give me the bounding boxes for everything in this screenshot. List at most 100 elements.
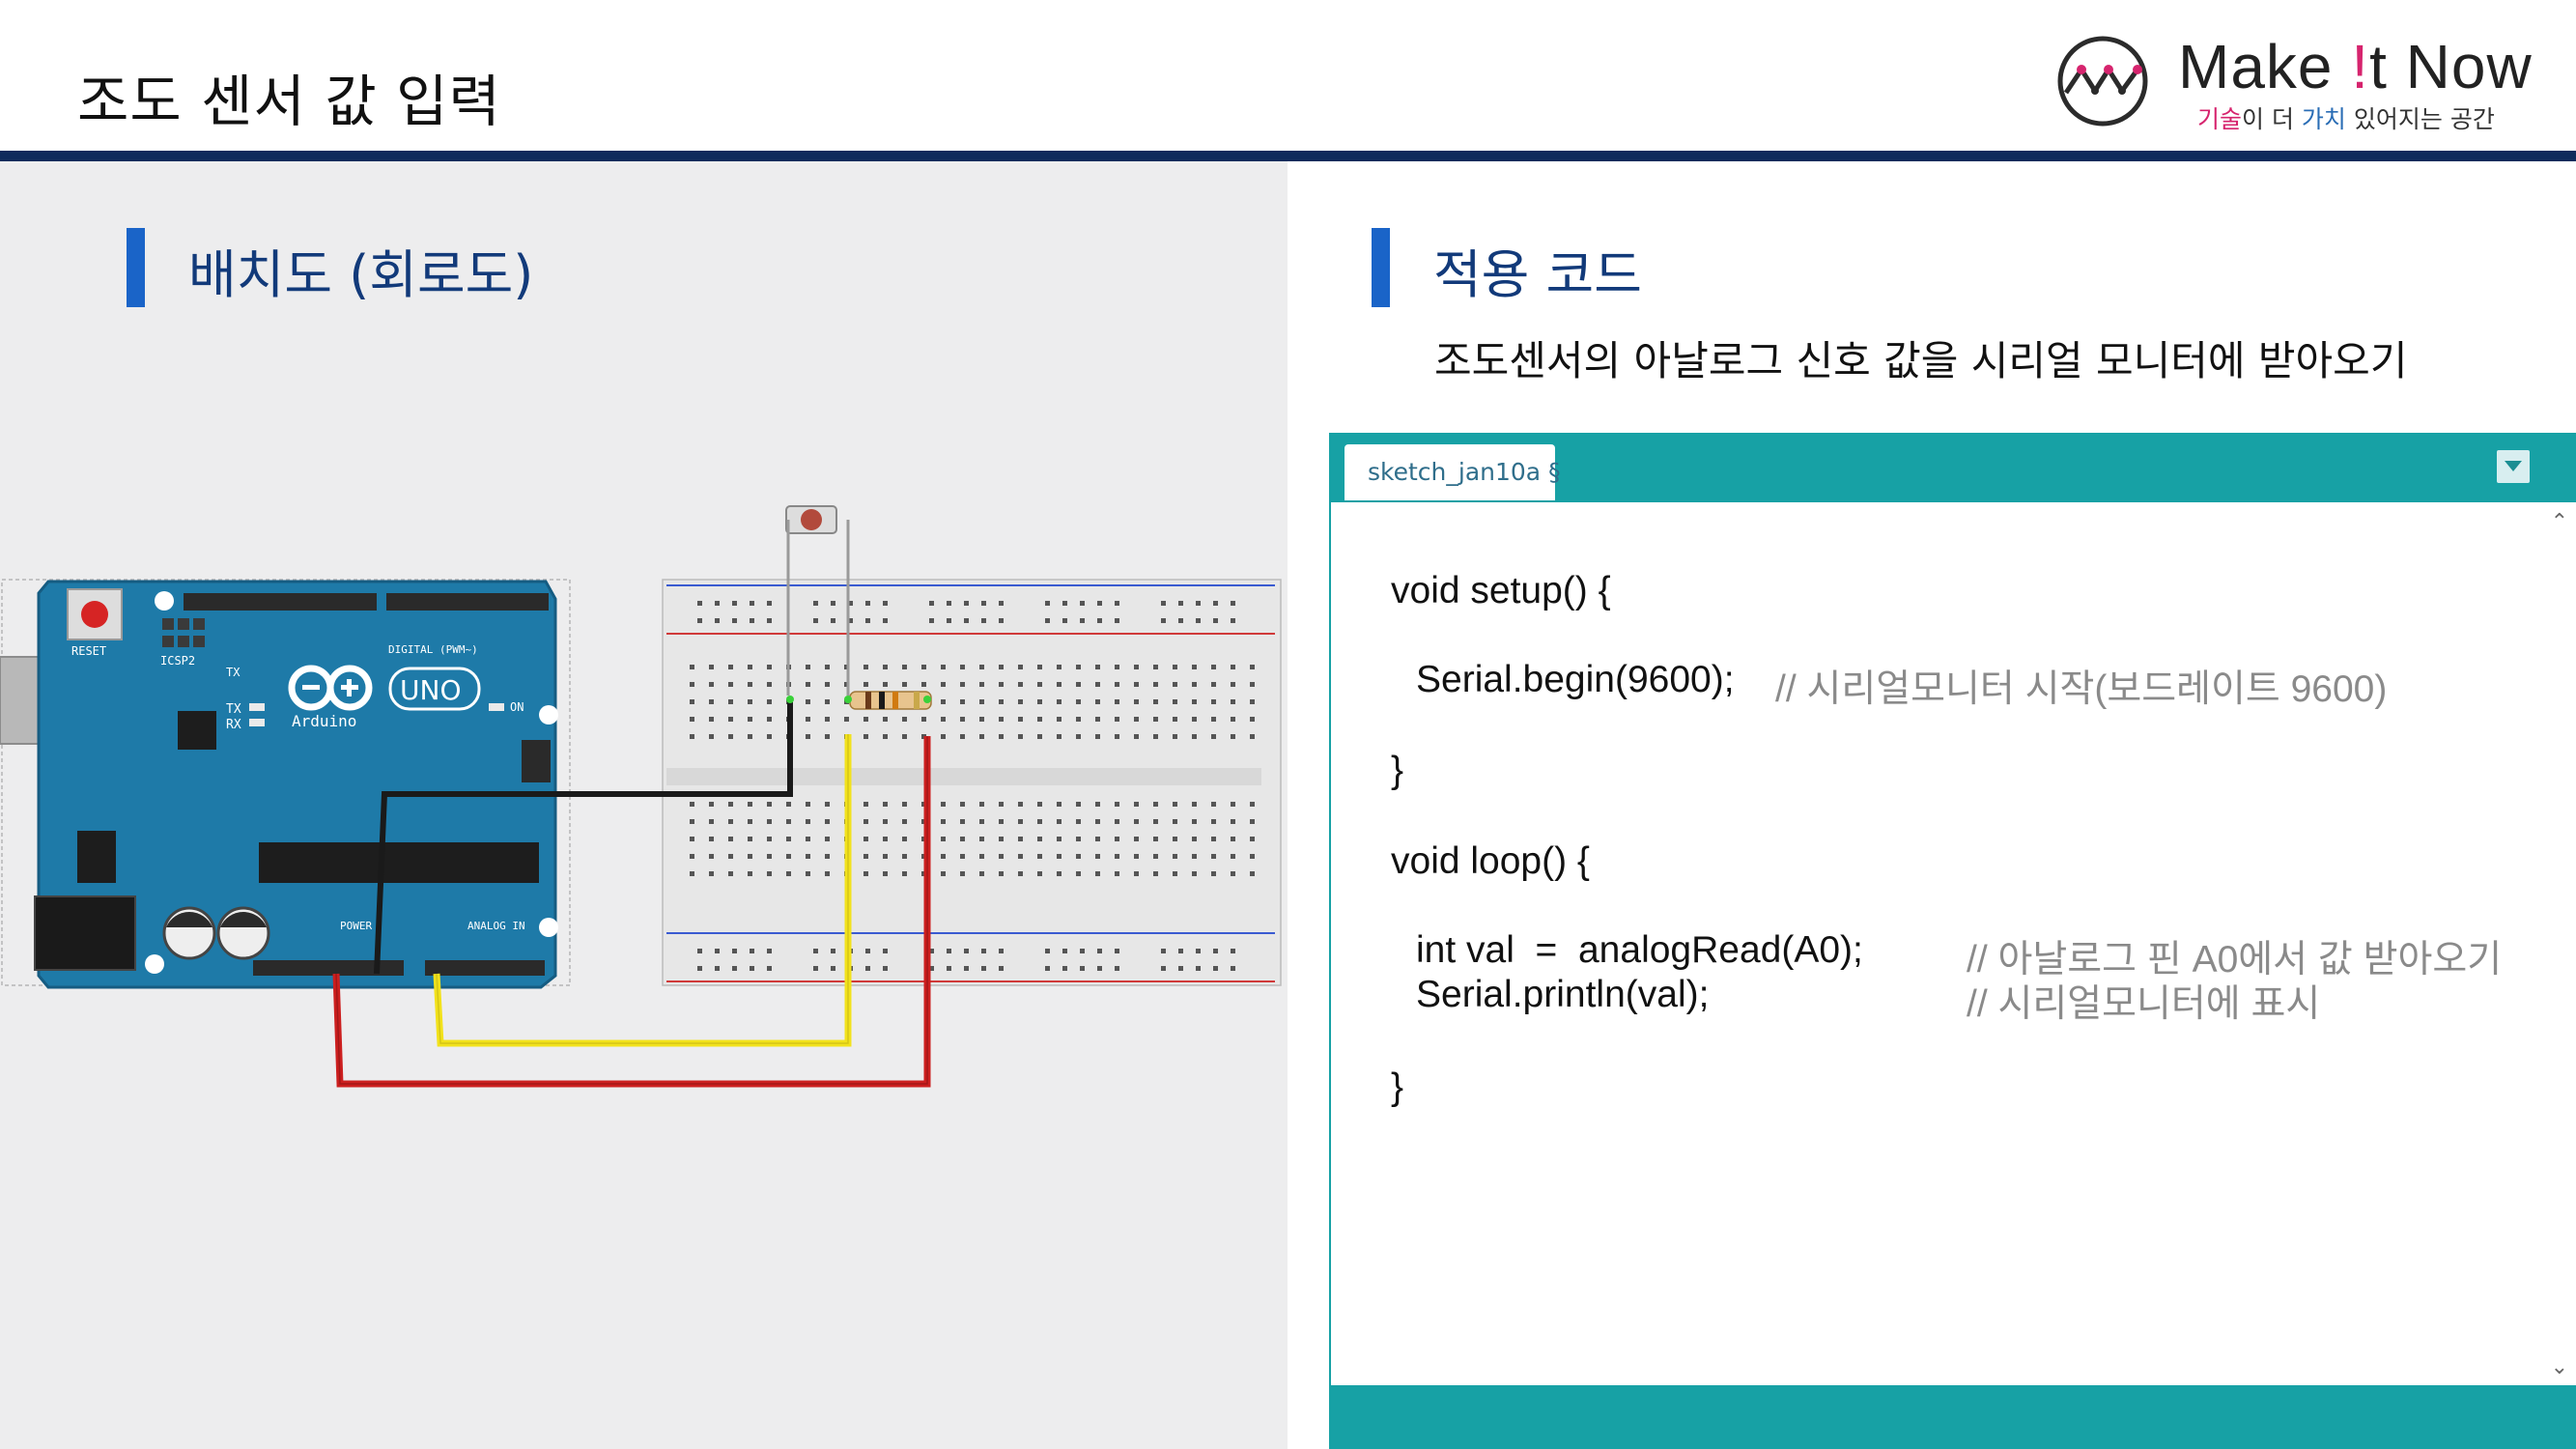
breadboard-hole (1250, 717, 1255, 722)
analog-header (425, 960, 545, 976)
breadboard-hole (941, 682, 946, 687)
breadboard-hole (825, 854, 830, 859)
breadboard-hole (1153, 802, 1158, 807)
breadboard-hole (1196, 966, 1201, 971)
breadboard-hole (1173, 871, 1177, 876)
scroll-up-icon[interactable]: ⌃ (2550, 510, 2568, 534)
breadboard-hole (806, 717, 810, 722)
breadboard-hole (1057, 682, 1062, 687)
breadboard-hole (1018, 734, 1023, 739)
breadboard-hole (709, 682, 714, 687)
breadboard-hole (1192, 871, 1197, 876)
breadboard-hole (979, 734, 984, 739)
breadboard-hole (1196, 618, 1201, 623)
chevron-down-icon (2505, 461, 2522, 471)
breadboard-hole (999, 854, 1004, 859)
page-title: 조도 센서 값 입력 (77, 69, 501, 134)
breadboard-hole (825, 871, 830, 876)
breadboard-hole (979, 871, 984, 876)
arduino-board (37, 580, 557, 989)
breadboard-hole (1115, 601, 1119, 606)
breadboard-hole (999, 618, 1004, 623)
power-header (253, 960, 404, 976)
breadboard-hole (883, 665, 888, 669)
breadboard-hole (1115, 802, 1119, 807)
breadboard-hole (728, 802, 733, 807)
board-rx-label: RX (226, 718, 241, 732)
breadboard-hole (728, 682, 733, 687)
breadboard-hole (1231, 618, 1235, 623)
breadboard-hole (831, 949, 835, 953)
board-tx-label: TX (226, 666, 241, 679)
code-editor[interactable]: ⌃ ⌄ (1331, 502, 2576, 1385)
breadboard-hole (960, 819, 965, 824)
breadboard-hole (1095, 837, 1100, 841)
breadboard-hole (1076, 717, 1081, 722)
breadboard-hole (863, 734, 868, 739)
breadboard-hole (1115, 819, 1119, 824)
breadboard-hole (1037, 665, 1042, 669)
code-line-println: Serial.println(val); (1416, 974, 1710, 1015)
breadboard-hole (1153, 871, 1158, 876)
breadboard-hole (999, 734, 1004, 739)
digital-header-left (184, 593, 377, 611)
breadboard-hole (1115, 699, 1119, 704)
breadboard-hole (929, 949, 934, 953)
breadboard-hole (941, 837, 946, 841)
logo-name: Make !t Now (2178, 32, 2533, 101)
breadboard-hole (1211, 837, 1216, 841)
breadboard-hole (767, 717, 772, 722)
breadboard-hole (825, 734, 830, 739)
section-title-layout: 배치도 (회로도) (188, 244, 534, 305)
breadboard-hole (1231, 601, 1235, 606)
slide-header: 조도 센서 값 입력 Make !t Now 기술이 더 가치 있어지는 공간 (0, 0, 2576, 151)
breadboard-hole (767, 665, 772, 669)
board-digital-label: DIGITAL (PWM~) (388, 643, 478, 656)
breadboard-hole (1250, 837, 1255, 841)
breadboard-hole (697, 601, 702, 606)
breadboard-hole (1095, 665, 1100, 669)
breadboard-hole (728, 699, 733, 704)
breadboard-hole (1231, 819, 1235, 824)
breadboard-hole (690, 682, 694, 687)
breadboard-hole (1097, 601, 1102, 606)
breadboard-hole (1115, 837, 1119, 841)
code-line-close-loop: } (1391, 1066, 1404, 1108)
breadboard-hole (813, 949, 818, 953)
board-on-label: ON (510, 700, 524, 714)
code-line-close-setup: } (1391, 750, 1404, 791)
breadboard-hole (767, 871, 772, 876)
breadboard-hole (999, 717, 1004, 722)
breadboard-hole (960, 734, 965, 739)
breadboard-hole (883, 802, 888, 807)
breadboard-hole (1134, 734, 1139, 739)
scroll-down-icon[interactable]: ⌄ (2550, 1355, 2568, 1379)
tab-menu-button[interactable] (2497, 450, 2530, 483)
code-subtitle: 조도센서의 아날로그 신호 값을 시리얼 모니터에 받아오기 (1434, 337, 2408, 384)
breadboard-hole (1134, 819, 1139, 824)
breadboard-hole (964, 966, 969, 971)
breadboard-hole (1192, 837, 1197, 841)
breadboard-hole (1134, 837, 1139, 841)
breadboard-holes (690, 601, 1255, 971)
breadboard-hole (767, 734, 772, 739)
breadboard-hole (883, 618, 888, 623)
breadboard-hole (715, 949, 720, 953)
tab-sketch[interactable]: sketch_jan10a § (1345, 444, 1561, 500)
breadboard-hole (1192, 802, 1197, 807)
breadboard-hole (1250, 699, 1255, 704)
breadboard-hole (1062, 949, 1067, 953)
breadboard-hole (806, 665, 810, 669)
breadboard-hole (883, 871, 888, 876)
breadboard-hole (979, 682, 984, 687)
breadboard-hole (1095, 699, 1100, 704)
breadboard-hole (941, 854, 946, 859)
breadboard-hole (1173, 854, 1177, 859)
breadboard-hole (1211, 734, 1216, 739)
breadboard-hole (767, 699, 772, 704)
breadboard-hole (1045, 966, 1050, 971)
breadboard-hole (690, 854, 694, 859)
breadboard-hole (979, 717, 984, 722)
breadboard-hole (1057, 699, 1062, 704)
power-jack (34, 895, 136, 971)
